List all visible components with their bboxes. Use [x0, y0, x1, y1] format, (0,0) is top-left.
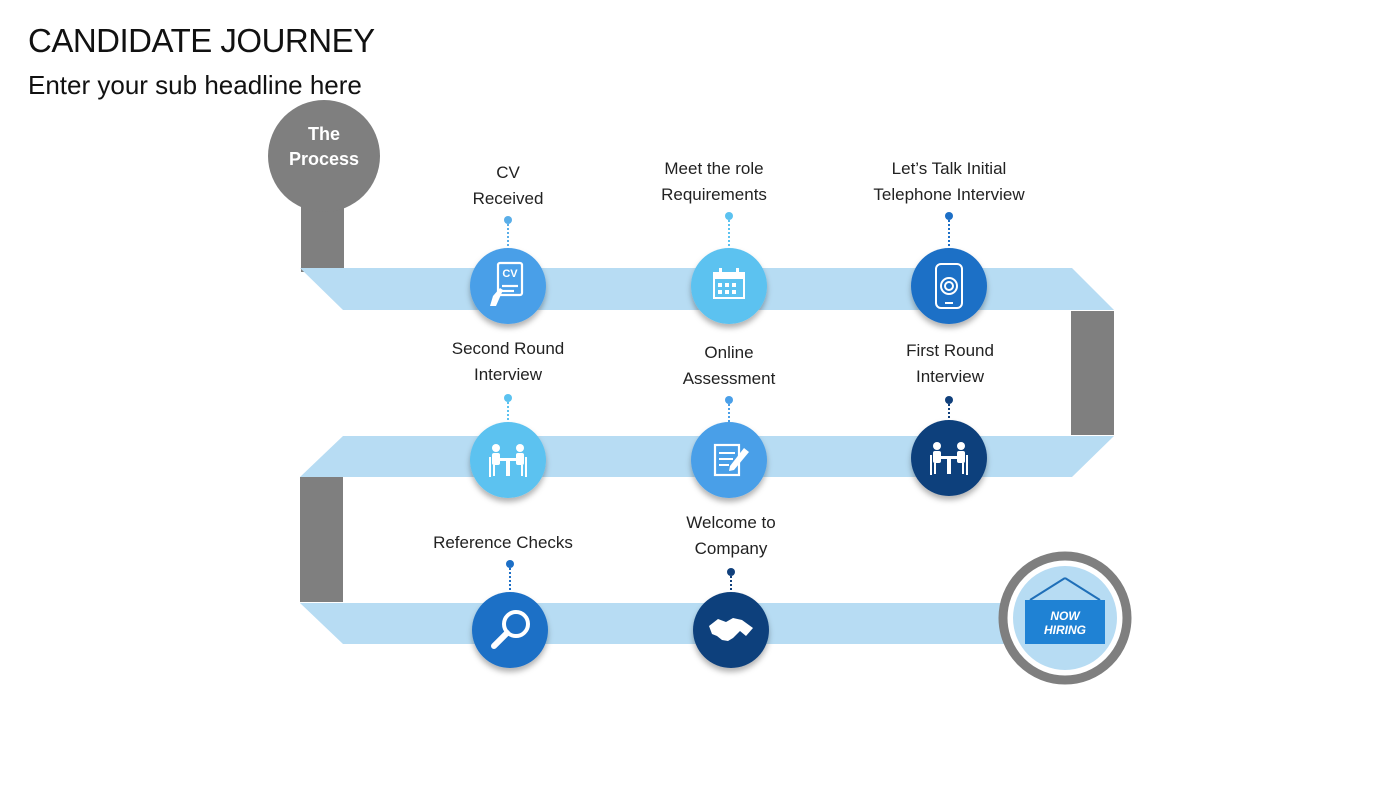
now-hiring-line1: NOW [1050, 609, 1081, 623]
interview-table-icon [930, 442, 968, 475]
step-label-welcome: Welcome to Company [686, 513, 776, 558]
step-label-first-round: First Round Interview [906, 341, 994, 386]
interview-table-icon [489, 444, 527, 477]
step-label-telephone-interview: Let’s Talk Initial Telephone Interview [873, 159, 1025, 204]
step-label-meet-role: Meet the role Requirements [661, 159, 767, 204]
start-circle [268, 100, 380, 212]
start-pin-stem [301, 200, 344, 272]
calendar-icon [713, 268, 745, 299]
start-label: The Process [269, 122, 379, 172]
step-label-second-round: Second Round Interview [451, 339, 565, 384]
start-label-line2: Process [288, 149, 360, 169]
cv-icon-text: CV [502, 268, 518, 280]
step-telephone-interview [911, 248, 987, 324]
magnifier-icon [491, 610, 530, 649]
start-label-line1: The [307, 124, 340, 144]
step-label-online-assessment: Online Assessment [682, 343, 776, 388]
pins [504, 212, 953, 592]
assessment-form-icon [713, 443, 749, 477]
page-subtitle: Enter your sub headline here [28, 70, 362, 100]
now-hiring-line2: HIRING [1044, 623, 1086, 637]
page-title: CANDIDATE JOURNEY [28, 22, 375, 59]
connector-left [300, 477, 343, 602]
step-reference-checks [472, 592, 548, 668]
step-label-reference-checks: Reference Checks [433, 533, 573, 552]
connector-right [1071, 311, 1114, 435]
step-label-cv-received: CV Received [472, 163, 544, 208]
mobile-phone-icon [935, 263, 963, 309]
now-hiring-sign-icon [1025, 577, 1105, 644]
handshake-icon [709, 618, 753, 641]
cv-document-icon [490, 261, 524, 306]
road-bottom [300, 603, 1030, 644]
